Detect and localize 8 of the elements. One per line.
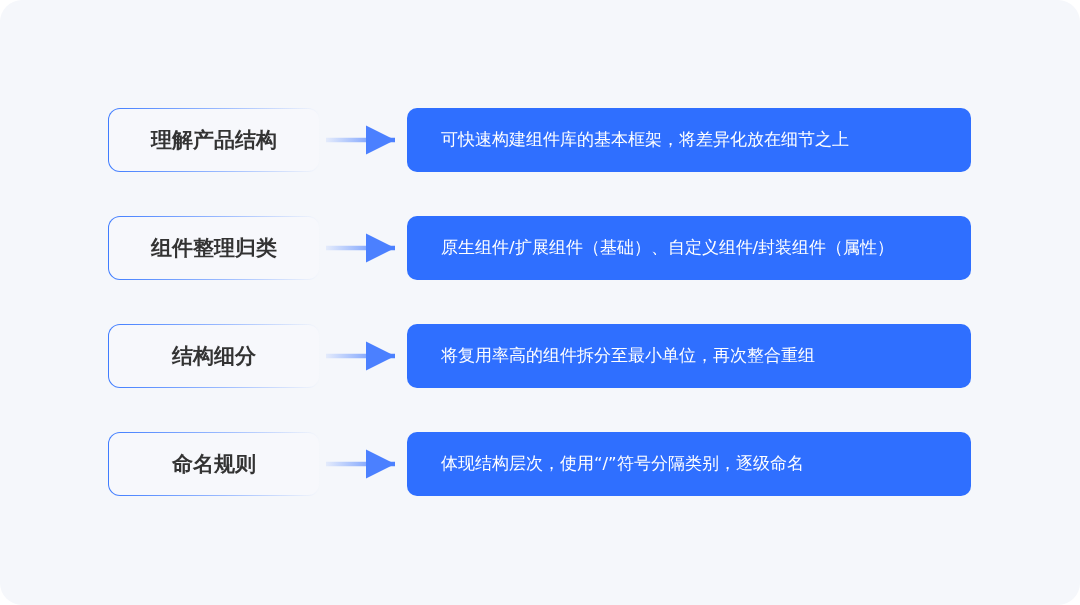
description-box: 将复用率高的组件拆分至最小单位，再次整合重组 (407, 324, 971, 388)
arrow (326, 125, 395, 155)
description-box: 原生组件/扩展组件（基础）、自定义组件/封装组件（属性） (407, 216, 971, 280)
arrow (326, 233, 395, 263)
arrow (326, 449, 395, 479)
description-box: 体现结构层次，使用“/”符号分隔类别，逐级命名 (407, 432, 971, 496)
description-box: 可快速构建组件库的基本框架，将差异化放在细节之上 (407, 108, 971, 172)
arrow (326, 341, 395, 371)
